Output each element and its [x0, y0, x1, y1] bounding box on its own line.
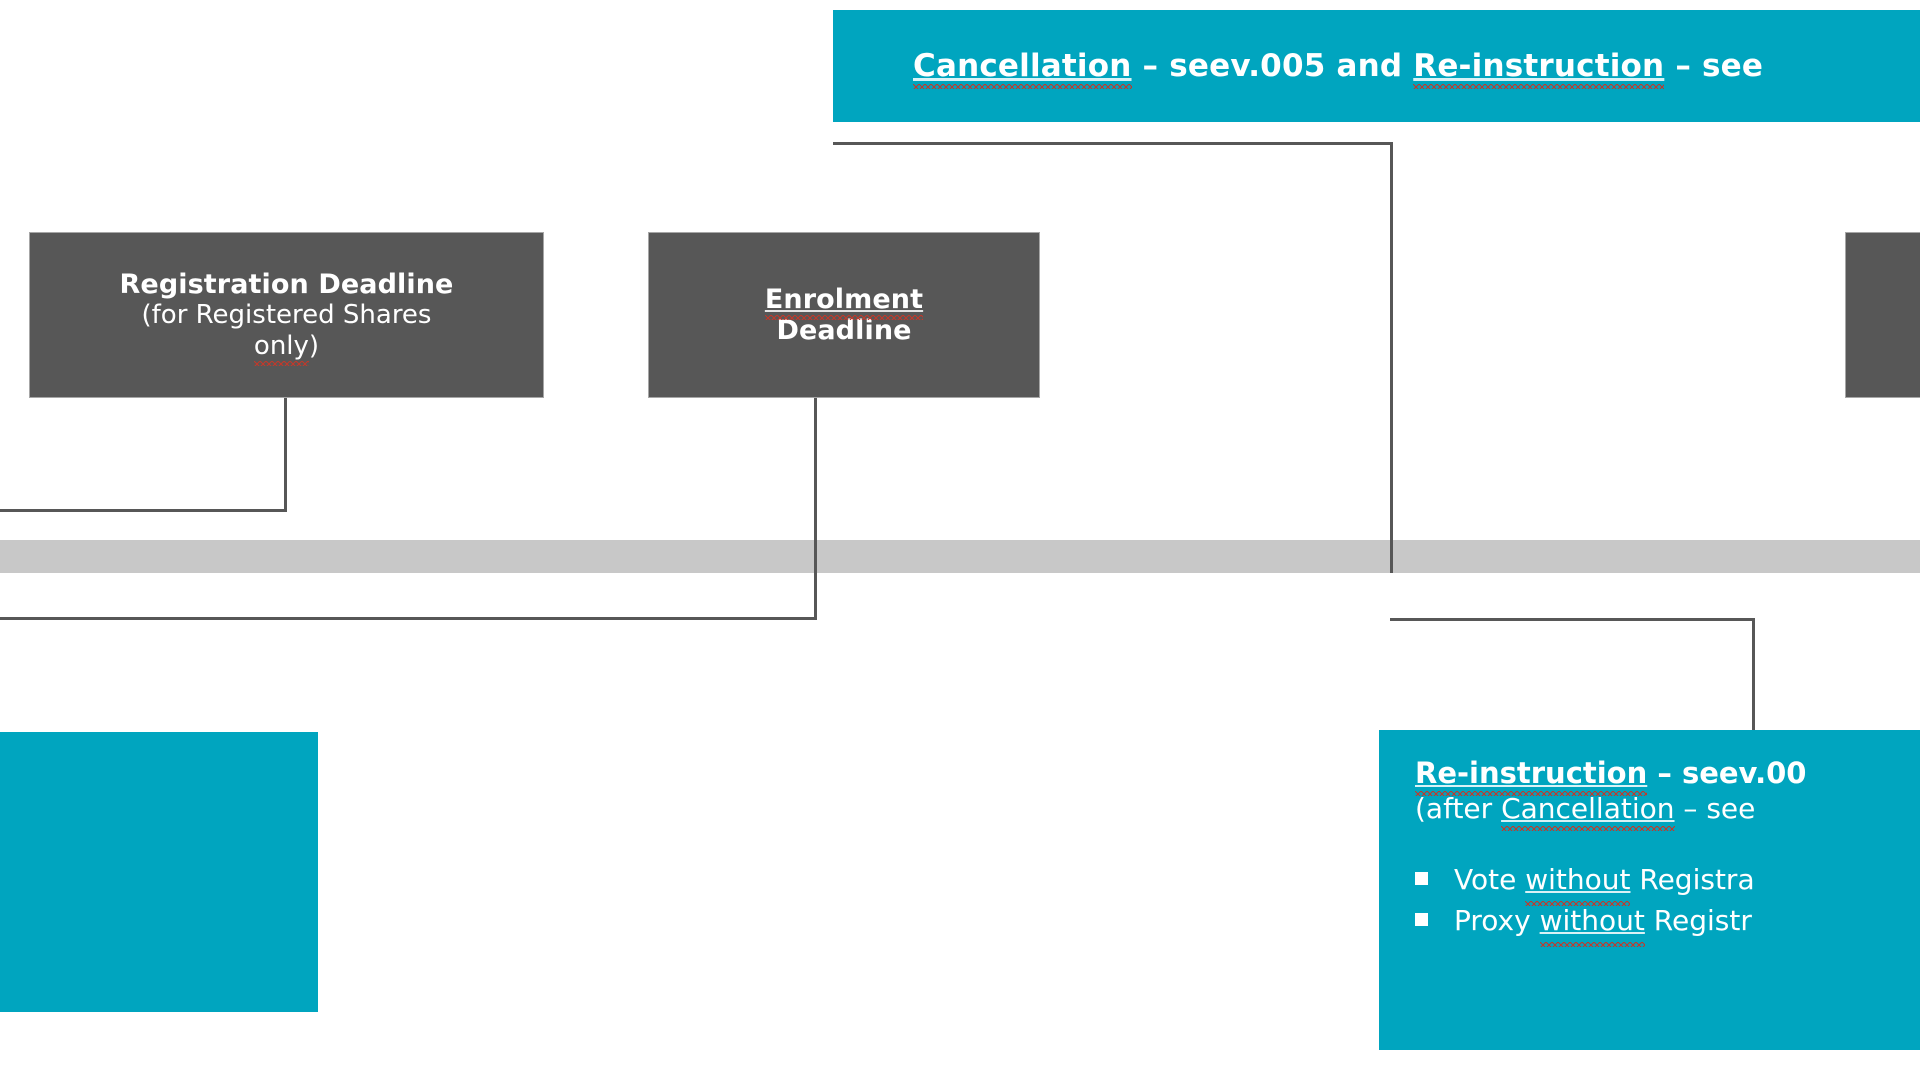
reinstruction-heading: Re-instruction – seev.00 [1415, 756, 1807, 797]
box-reinstruction-seev006: Re-instruction – seev.00 (after Cancella… [1379, 730, 1920, 1050]
timeline-bar [0, 540, 1920, 573]
connector-banner-vertical-overlay [1390, 540, 1393, 573]
connector-reinstruction-vertical [1752, 618, 1755, 733]
connector-banner-horizontal [833, 142, 1393, 145]
box-registration-deadline: Registration Deadline (for Registered Sh… [29, 232, 544, 398]
enrolment-deadline-line1: Enrolment [764, 283, 924, 321]
banner-title: Cancellation – seev.005 and Re-instructi… [913, 48, 1764, 89]
connector-enrolment-horizontal [0, 617, 817, 620]
box-enrolment-deadline: Enrolment Deadline [648, 232, 1040, 398]
list-item: Proxy without Registr [1415, 901, 1920, 947]
square-bullet-icon [1415, 912, 1428, 926]
list-item: Vote without Registra [1415, 860, 1920, 906]
box-right-partial [1845, 232, 1920, 398]
connector-banner-vertical-right [1390, 142, 1393, 542]
instruction-spacer [0, 793, 288, 827]
reinstruction-subheading: (after Cancellation – see [1415, 792, 1756, 832]
registration-deadline-sub-line2: only) [253, 330, 320, 366]
reinstruction-bullet-2: Proxy without Registr [1454, 901, 1752, 947]
enrolment-deadline-line2: Deadline [776, 315, 912, 346]
connector-reinstruction-horizontal [1390, 618, 1755, 621]
box-instruction-seev004: – seev.004: gistration egistration [0, 732, 318, 1012]
registration-deadline-title: Registration Deadline [119, 268, 454, 300]
instruction-item-1: gistration [0, 827, 288, 862]
connector-registration-vertical [284, 398, 287, 512]
connector-enrolment-vertical [814, 398, 817, 620]
registration-deadline-sub-line1: (for Registered Shares [141, 299, 432, 330]
reinstruction-bullet-1: Vote without Registra [1454, 860, 1755, 906]
connector-enrolment-vertical-overlay [814, 540, 817, 573]
connector-registration-horizontal [0, 509, 287, 512]
square-bullet-icon [1415, 872, 1428, 886]
instruction-item-2: egistration [0, 862, 288, 897]
instruction-heading: – seev.004: [0, 758, 288, 793]
reinstruction-bullet-list: Vote without Registra Proxy without Regi… [1415, 860, 1920, 947]
banner-cancellation-reinstruction: Cancellation – seev.005 and Re-instructi… [833, 10, 1920, 122]
